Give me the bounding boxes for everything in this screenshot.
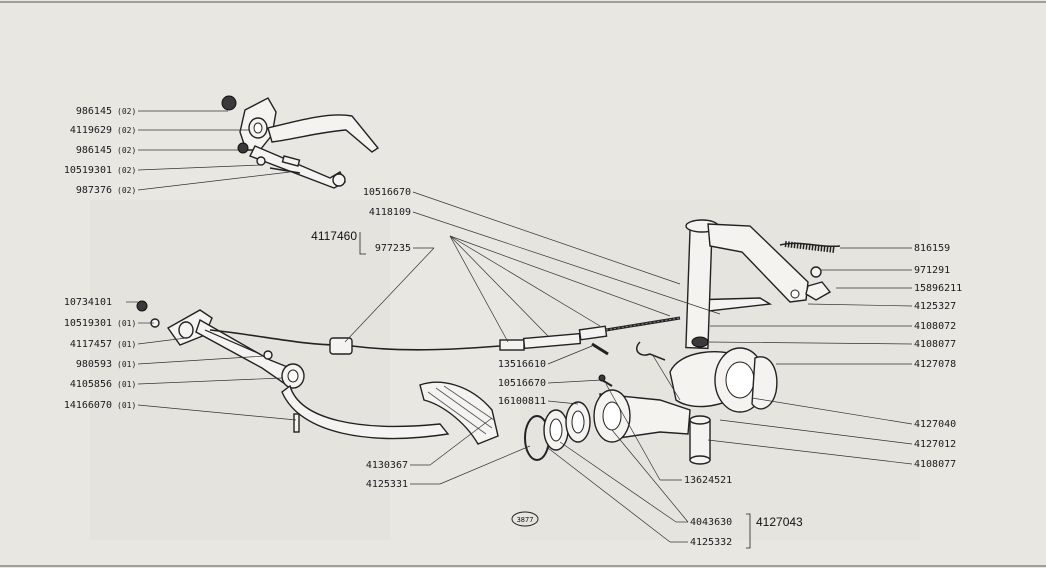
part-number-label: 4108077 [914, 459, 956, 470]
leader-lines-center [344, 191, 721, 543]
release-lever-assembly [636, 219, 841, 465]
part-number-label: 4127040 [914, 419, 956, 430]
part-number-label: 4108077 [914, 339, 956, 350]
group-bracket [359, 232, 366, 255]
release-bearing-assembly [524, 342, 691, 461]
left-label-column: 986145 (02) 4119629 (02) 986145 (02) 105… [64, 106, 136, 411]
sheet-code-badge: 3877 [511, 511, 539, 527]
part-number-label: 10734101 [64, 297, 112, 308]
part-number-label: 10516670 [498, 378, 546, 389]
part-number-label: 10519301 [64, 318, 112, 329]
part-number-label: 4118109 [369, 207, 411, 218]
part-number-label: 13624521 [684, 475, 732, 486]
part-number-label: 4125332 [690, 537, 732, 548]
assembly-bracket [746, 513, 751, 549]
part-number-label: 980593 [76, 359, 112, 370]
part-quantity: (02) [117, 107, 136, 116]
part-quantity: (01) [117, 380, 136, 389]
part-number-label: 4043630 [690, 517, 732, 528]
assembly-number-label: 4127043 [756, 515, 803, 529]
part-number-label: 16100811 [498, 396, 546, 407]
part-number-label: 4119629 [70, 125, 112, 136]
part-number-label: 4125327 [914, 301, 956, 312]
part-number-label: 4127078 [914, 359, 956, 370]
leader-lines-left [126, 110, 297, 421]
part-quantity: (01) [117, 360, 136, 369]
right-label-column: 816159 971291 15896211 4125327 4108072 4… [914, 243, 962, 470]
part-quantity: (01) [117, 401, 136, 410]
part-number-label: 4108072 [914, 321, 956, 332]
part-number-label: 4117457 [70, 339, 112, 350]
part-quantity: (02) [117, 126, 136, 135]
part-quantity: (02) [117, 186, 136, 195]
upper-pedal-assembly [221, 95, 380, 189]
part-number-label: 4125331 [366, 479, 408, 490]
part-number-label: 10516670 [363, 187, 411, 198]
part-quantity: (01) [117, 340, 136, 349]
part-number-label: 4130367 [366, 460, 408, 471]
part-number-label: 986145 [76, 106, 112, 117]
group-number-label: 4117460 [311, 229, 357, 243]
center-label-group: 10516670 4118109 4117460 977235 13516610… [311, 187, 803, 549]
part-number-label: 987376 [76, 185, 112, 196]
part-quantity: (01) [117, 319, 136, 328]
part-number-label: 13516610 [498, 359, 546, 370]
part-quantity: (02) [117, 166, 136, 175]
part-number-label: 4127012 [914, 439, 956, 450]
part-number-label: 4105856 [70, 379, 112, 390]
part-number-label: 816159 [914, 243, 950, 254]
leader-lines-right [651, 247, 913, 465]
part-number-label: 971291 [914, 265, 950, 276]
part-number-label: 986145 [76, 145, 112, 156]
sheet-code-text: 3877 [517, 516, 534, 524]
part-quantity: (02) [117, 146, 136, 155]
part-number-label: 15896211 [914, 283, 962, 294]
bleed-through-text [90, 200, 920, 540]
part-number-label: 977235 [375, 243, 411, 254]
part-number-label: 10519301 [64, 165, 112, 176]
part-number-label: 14166070 [64, 400, 112, 411]
